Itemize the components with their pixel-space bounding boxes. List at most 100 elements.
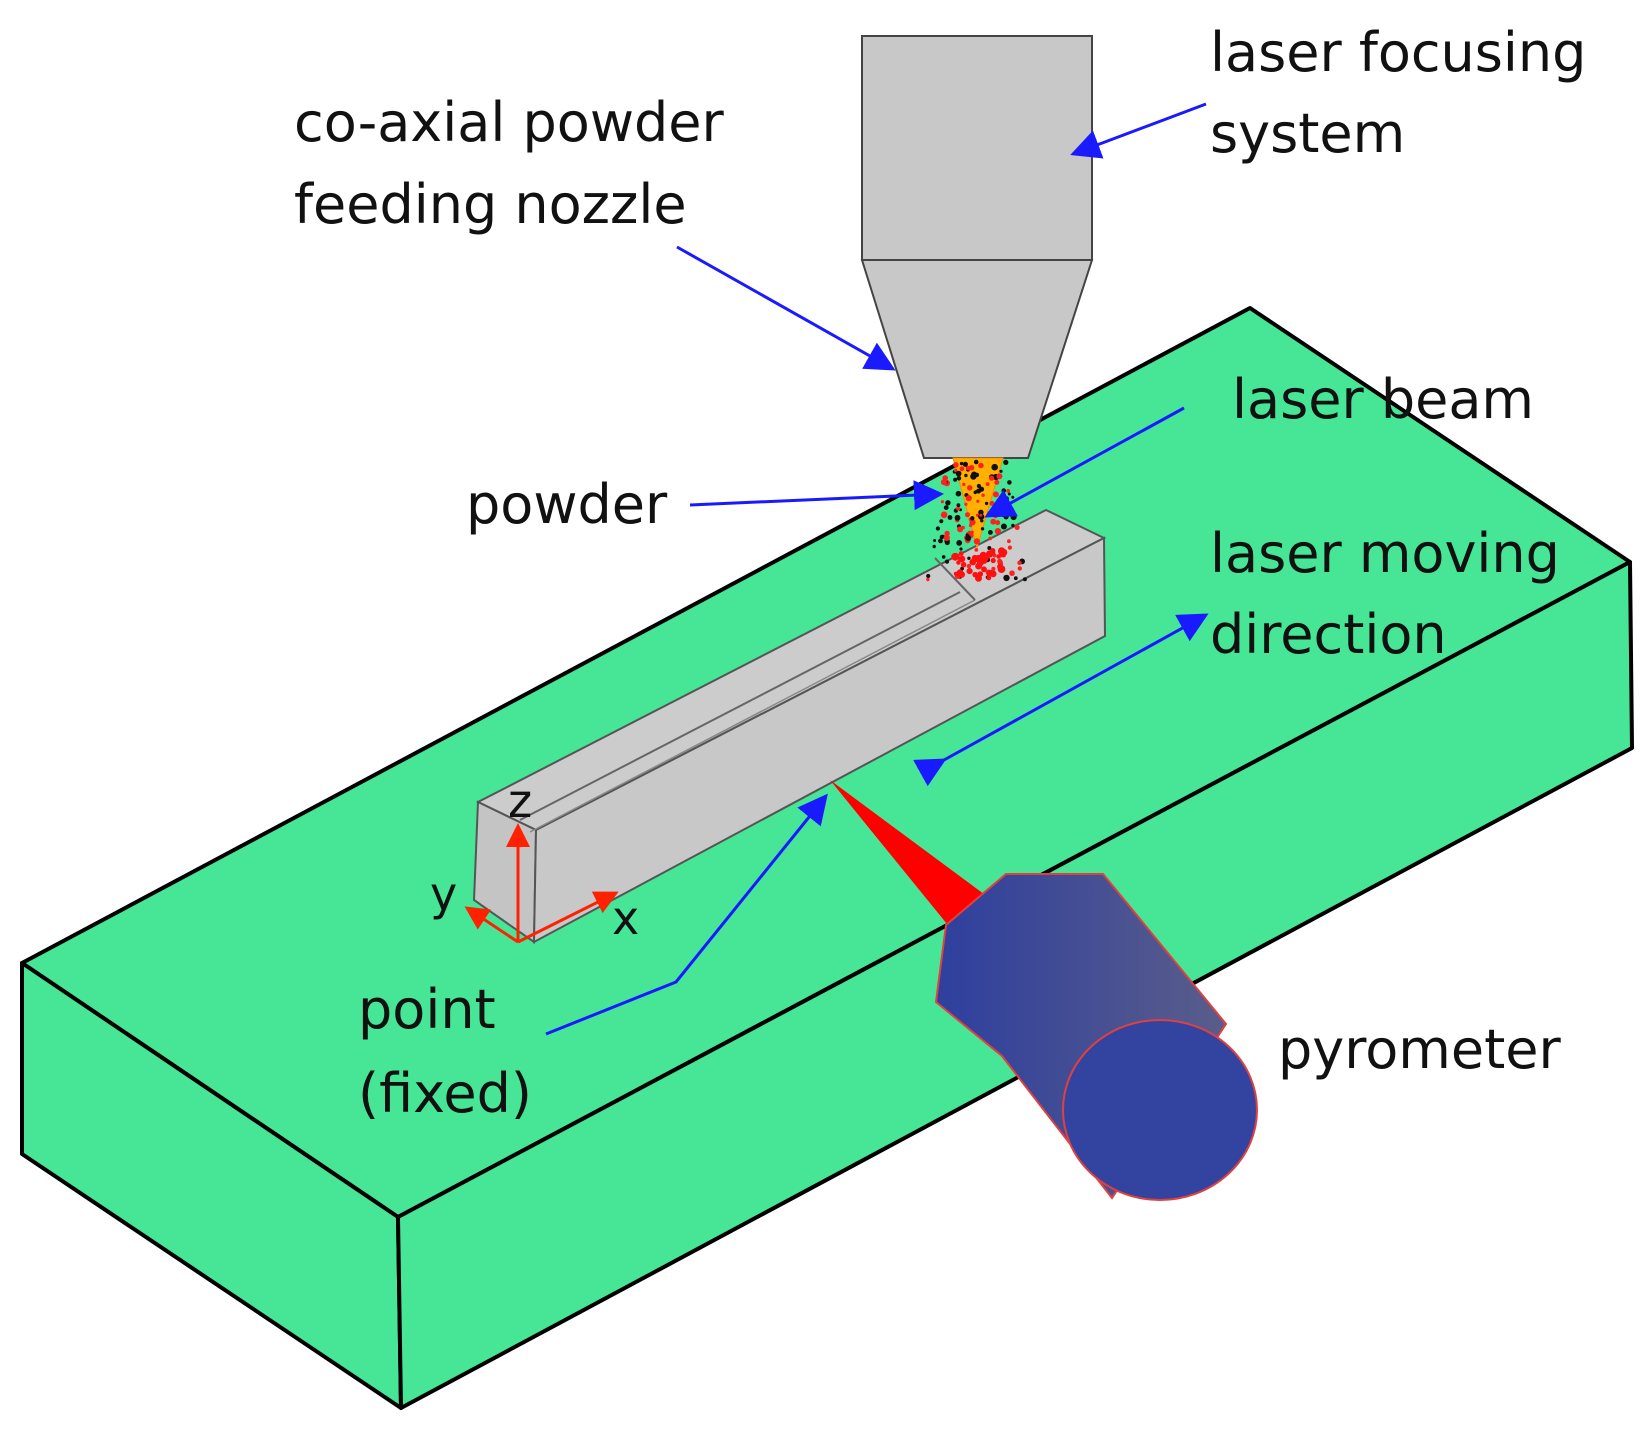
labels: laser focusing system co-axial powder fe… [294,21,1586,1125]
powder-particle [976,499,980,503]
powder-particle [997,559,1003,565]
powder-particle [959,461,964,466]
powder-particle [1011,495,1015,499]
y-axis-arrow [464,906,519,944]
powder-particle [933,539,937,542]
powder-particle [1022,577,1027,582]
powder-particle [958,555,966,563]
powder-particle [965,495,972,502]
powder-particle [990,557,996,564]
powder-particle [978,462,984,469]
label-point-line2: (fixed) [358,1062,532,1125]
powder-particle [967,485,973,491]
powder-particle [964,473,968,478]
powder-particle [994,528,1002,535]
pointer-arrows [545,102,1209,1036]
powder-particle [926,573,931,579]
powder-particle [969,519,976,526]
powder-particle [1000,523,1007,530]
powder-particle [1003,496,1010,502]
powder-particle [1003,574,1010,582]
powder-particle [969,558,977,566]
label-laser-focusing-line1: laser focusing [1210,21,1586,84]
label-pyrometer: pyrometer [1278,1018,1562,1081]
powder-particle [945,500,951,506]
powder-particle [953,477,958,482]
pyrometer-sightline [830,780,992,940]
powder-particle [926,577,930,582]
powder-particle [944,559,950,564]
powder-particle [990,550,996,556]
powder-particle [989,475,995,481]
powder-particle [955,470,962,477]
z-axis-label: z [508,774,532,828]
powder-particle [1006,489,1011,493]
powder-particle [986,575,992,581]
substrate-block [20,306,1634,1410]
powder-particle [990,518,997,525]
label-laser-beam: laser beam [1232,368,1534,431]
arrow-laser-beam [984,406,1185,518]
powder-particle [988,536,992,541]
x-axis-arrow [517,891,619,944]
powder-particle [954,468,958,473]
powder-particle [1010,513,1017,521]
powder-particle [938,538,943,544]
label-point-line1: point [358,978,496,1041]
powder-particle [956,540,963,546]
part-layer-edge [934,557,976,601]
powder-particle [989,500,995,506]
arrow-powder [689,480,944,511]
powder-particle [983,554,989,561]
powder-particle [970,516,975,521]
powder-particle [962,461,969,467]
powder-particle [944,530,950,537]
powder-particle [999,469,1003,473]
laser-focusing-housing [861,35,1093,261]
powder-particle [967,556,971,560]
powder-particle [956,506,961,511]
powder-particle [974,548,979,552]
powder-particle [965,512,970,518]
powder-particle [974,490,978,494]
powder-particle [980,519,984,523]
powder-particle [966,563,972,569]
powder-particle [962,482,966,486]
powder-particle [1011,523,1015,528]
powder-particle [992,491,999,498]
powder-particle [981,493,985,497]
powder-particle [960,566,964,571]
powder-particle [959,547,963,551]
powder-particle [940,511,948,519]
powder-particle [1003,459,1009,465]
pyrometer [934,873,1258,1201]
powder-particle [979,513,983,517]
part-layer-line [529,599,976,833]
powder-particle [965,466,970,471]
powder-particle [1013,576,1018,581]
y-axis-label: y [430,867,457,921]
powder-particle [957,526,964,533]
powder-particle [947,515,953,520]
powder-particle [986,569,994,577]
powder-particle [1007,480,1012,485]
powder-particle [985,482,990,486]
powder-particle [965,535,972,541]
powder-particle [959,466,965,472]
powder-particle [978,509,984,515]
x-axis-label: x [612,891,639,945]
powder-particle [932,544,936,549]
powder-particle [1001,553,1006,558]
powder-particle [973,538,981,545]
powder-particle [994,479,1000,485]
powder-particle [958,551,964,556]
powder-particle [991,566,996,572]
powder-particle [984,501,989,506]
powder-particle [956,569,964,578]
powder-particle [1014,524,1020,531]
powder-particle [1007,492,1011,496]
label-moving-line1: laser moving [1210,522,1560,585]
powder-particle [997,565,1006,573]
powder-particle [1017,560,1022,565]
label-nozzle-line1: co-axial powder [294,91,725,154]
